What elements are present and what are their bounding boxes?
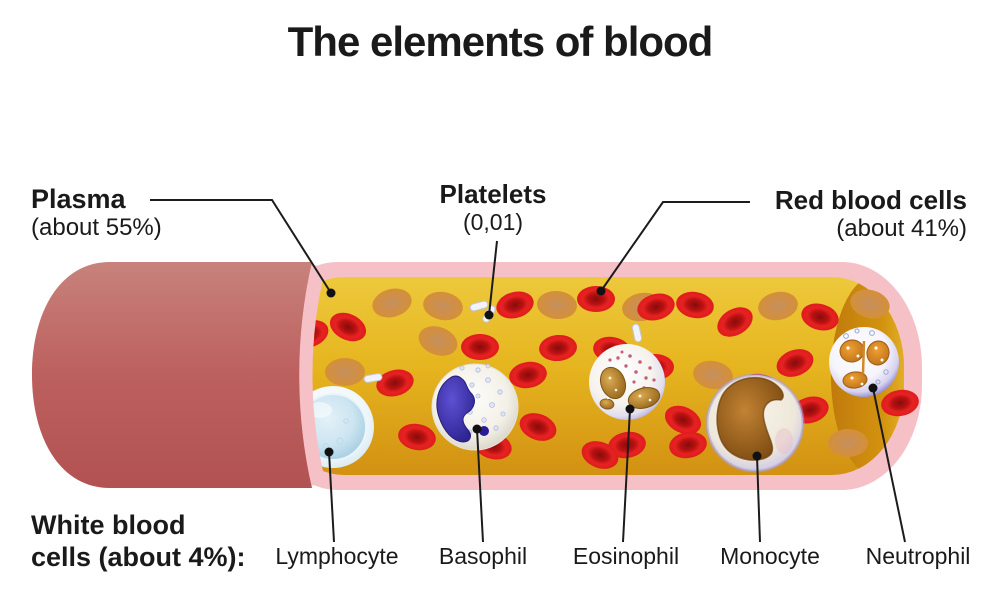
plasma-name: Plasma: [31, 184, 126, 214]
platelet: [469, 300, 489, 312]
basophil-label: Basophil: [438, 543, 528, 569]
neutrophil-bubbles: [843, 328, 889, 385]
monocyte-tint: [775, 428, 793, 454]
plasma-leader-line: [150, 199, 332, 294]
white-blood-cells-label: White blood cells (about 4%):: [31, 509, 246, 573]
red-blood-cell: [717, 307, 753, 337]
eosinophil-leader-line: [622, 408, 631, 543]
red-blood-cell: [509, 361, 547, 389]
neutrophil-cell: [829, 327, 899, 397]
leader-lines: [150, 199, 906, 543]
red-blood-cell: [881, 389, 919, 417]
basophil-nucleus-lobe: [479, 426, 489, 436]
distant-red-blood-cells: [325, 288, 890, 457]
eosinophil-label: Eosinophil: [572, 543, 680, 569]
red-blood-cell: [398, 423, 436, 451]
distant-red-blood-cell: [693, 360, 733, 390]
red-blood-cell: [461, 334, 499, 360]
red-blood-cell: [581, 441, 619, 469]
platelets-name: Platelets: [439, 179, 547, 209]
red-blood-cell: [496, 291, 534, 319]
red-blood-cell: [329, 312, 367, 342]
red-blood-cell: [577, 286, 615, 312]
red-blood-cell: [539, 334, 577, 362]
distant-red-blood-cell: [850, 289, 890, 319]
platelets-amount: (0,01): [462, 209, 524, 235]
basophil-nucleus: [436, 375, 475, 443]
distant-red-blood-cell: [537, 290, 577, 320]
red-blood-cell: [376, 369, 414, 397]
eosinophil-texture: [606, 376, 652, 402]
red-blood-cells-leader-line: [600, 201, 750, 292]
monocyte-cell: [705, 373, 805, 473]
white-blood-cells-line2: cells (about 4%):: [31, 542, 246, 572]
distant-red-blood-cell: [325, 358, 365, 386]
distant-red-blood-cell: [372, 288, 412, 318]
red-blood-cell: [608, 431, 646, 459]
lymphocyte-label: Lymphocyte: [275, 543, 399, 569]
eosinophil-nucleus-lobe: [599, 366, 627, 400]
lymphocyte-leader-line: [328, 451, 335, 543]
monocyte-leader-line: [756, 455, 761, 543]
red-blood-cells-amount: (about 41%): [836, 215, 967, 242]
eosinophil-cell: [589, 344, 665, 420]
neutrophil-label: Neutrophil: [865, 543, 971, 569]
diagram-title: The elements of blood: [287, 18, 714, 65]
neutrophil-leader-line: [872, 387, 906, 543]
basophil-granules: [454, 363, 506, 435]
white-blood-cells-line1: White blood: [31, 510, 186, 540]
distant-red-blood-cell: [758, 291, 798, 321]
distant-red-blood-cell: [828, 429, 868, 457]
cut-edge-lining: [296, 263, 326, 487]
red-blood-cell: [664, 405, 702, 435]
red-blood-cells-name: Red blood cells: [774, 185, 967, 215]
distant-red-blood-cell: [418, 326, 458, 356]
vessel-wall: [32, 262, 312, 488]
plasma-label: Plasma (about 55%): [31, 184, 162, 242]
red-blood-cell: [519, 413, 557, 441]
red-blood-cells-label: Red blood cells (about 41%): [774, 185, 967, 243]
neutrophil-nucleus-strand: [861, 340, 866, 375]
neutrophil-nucleus-lobe: [866, 340, 890, 366]
basophil-cell: [431, 363, 519, 451]
red-blood-cell: [801, 303, 839, 331]
plasma-amount: (about 55%): [31, 214, 162, 241]
distant-red-blood-cell: [423, 291, 463, 321]
red-blood-cell: [637, 293, 675, 321]
monocyte-label: Monocyte: [720, 543, 820, 569]
basophil-leader-line: [476, 428, 484, 543]
platelet: [631, 323, 643, 343]
red-blood-cell: [676, 291, 714, 319]
platelets-label: Platelets (0,01): [440, 180, 547, 236]
eosinophil-nucleus-lobe: [627, 386, 661, 410]
neutrophil-texture: [846, 346, 884, 386]
red-blood-cell: [776, 349, 814, 377]
red-blood-cell: [669, 431, 707, 459]
platelets-leader-line: [488, 240, 498, 316]
lymphocyte-texture: [323, 418, 349, 450]
monocyte-nucleus: [716, 376, 784, 461]
leader-dots: [324, 286, 878, 461]
